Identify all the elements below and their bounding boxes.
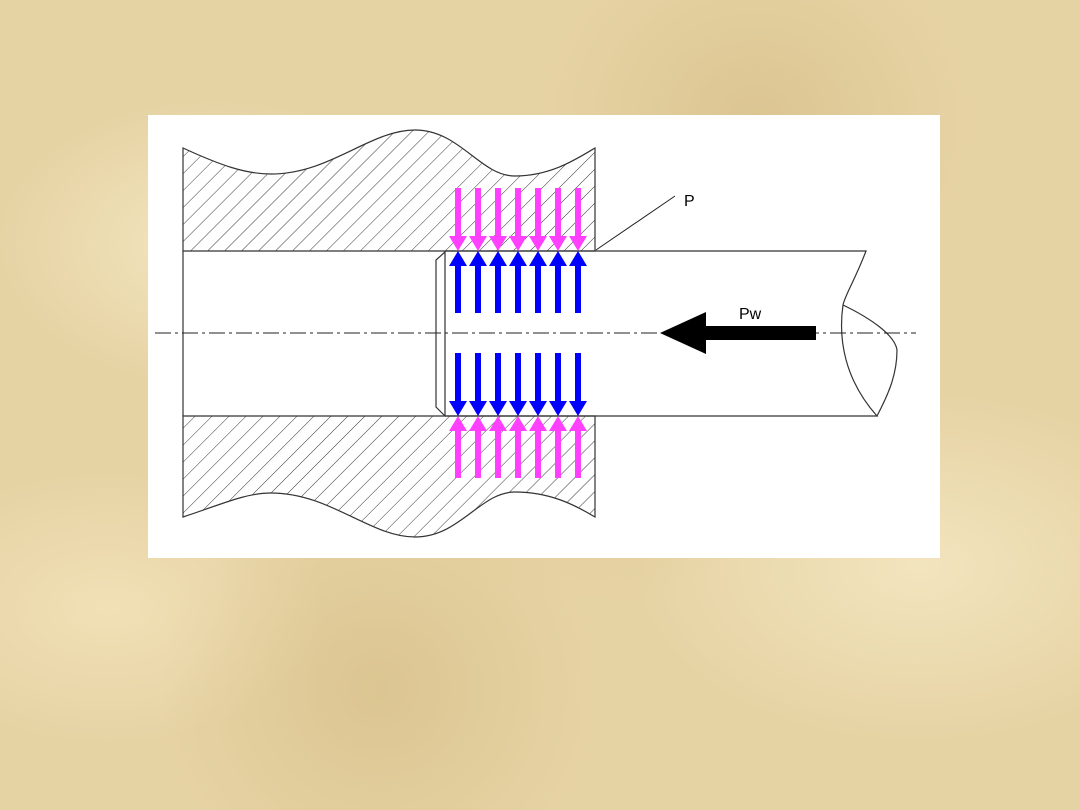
hub-pressure-arrow-upper xyxy=(469,188,487,251)
p-leader-line xyxy=(595,195,676,251)
hub-pressure-arrow-lower xyxy=(529,416,547,478)
axial-force-arrow xyxy=(660,312,816,354)
shaft-reaction-arrow-lower xyxy=(469,353,487,416)
p-label: P xyxy=(684,193,695,210)
hub-pressure-arrow-upper xyxy=(489,188,507,251)
shaft-reaction-arrow-lower xyxy=(449,353,467,416)
hub-pressure-arrow-lower xyxy=(449,416,467,478)
hub-pressure-arrow-lower xyxy=(569,416,587,478)
shaft-reaction-arrow-lower xyxy=(549,353,567,416)
hub-pressure-arrow-upper xyxy=(569,188,587,251)
shaft-reaction-arrow-upper xyxy=(569,251,587,313)
pw-label: Pw xyxy=(739,306,762,323)
shaft-reaction-arrow-lower xyxy=(529,353,547,416)
shaft-reaction-arrow-upper xyxy=(509,251,527,313)
shaft-break-line xyxy=(842,304,898,417)
hub-pressure-arrow-upper xyxy=(509,188,527,251)
hub-pressure-arrow-upper xyxy=(549,188,567,251)
shaft-reaction-arrow-lower xyxy=(509,353,527,416)
hub-pressure-arrow-lower xyxy=(509,416,527,478)
shaft-reaction-arrow-upper xyxy=(489,251,507,313)
shaft-reaction-arrow-upper xyxy=(549,251,567,313)
shaft-reaction-arrow-upper xyxy=(449,251,467,313)
hub-pressure-arrow-upper xyxy=(449,188,467,251)
shaft-reaction-arrow-upper xyxy=(469,251,487,313)
shaft-reaction-arrow-lower xyxy=(569,353,587,416)
hub-pressure-arrow-lower xyxy=(469,416,487,478)
hub-upper-section xyxy=(182,129,596,252)
shaft-reaction-arrow-lower xyxy=(489,353,507,416)
hub-pressure-arrow-lower xyxy=(549,416,567,478)
hub-pressure-arrow-lower xyxy=(489,416,507,478)
shaft-reaction-arrow-upper xyxy=(529,251,547,313)
hub-pressure-arrow-upper xyxy=(529,188,547,251)
hub-lower-section xyxy=(182,415,596,538)
